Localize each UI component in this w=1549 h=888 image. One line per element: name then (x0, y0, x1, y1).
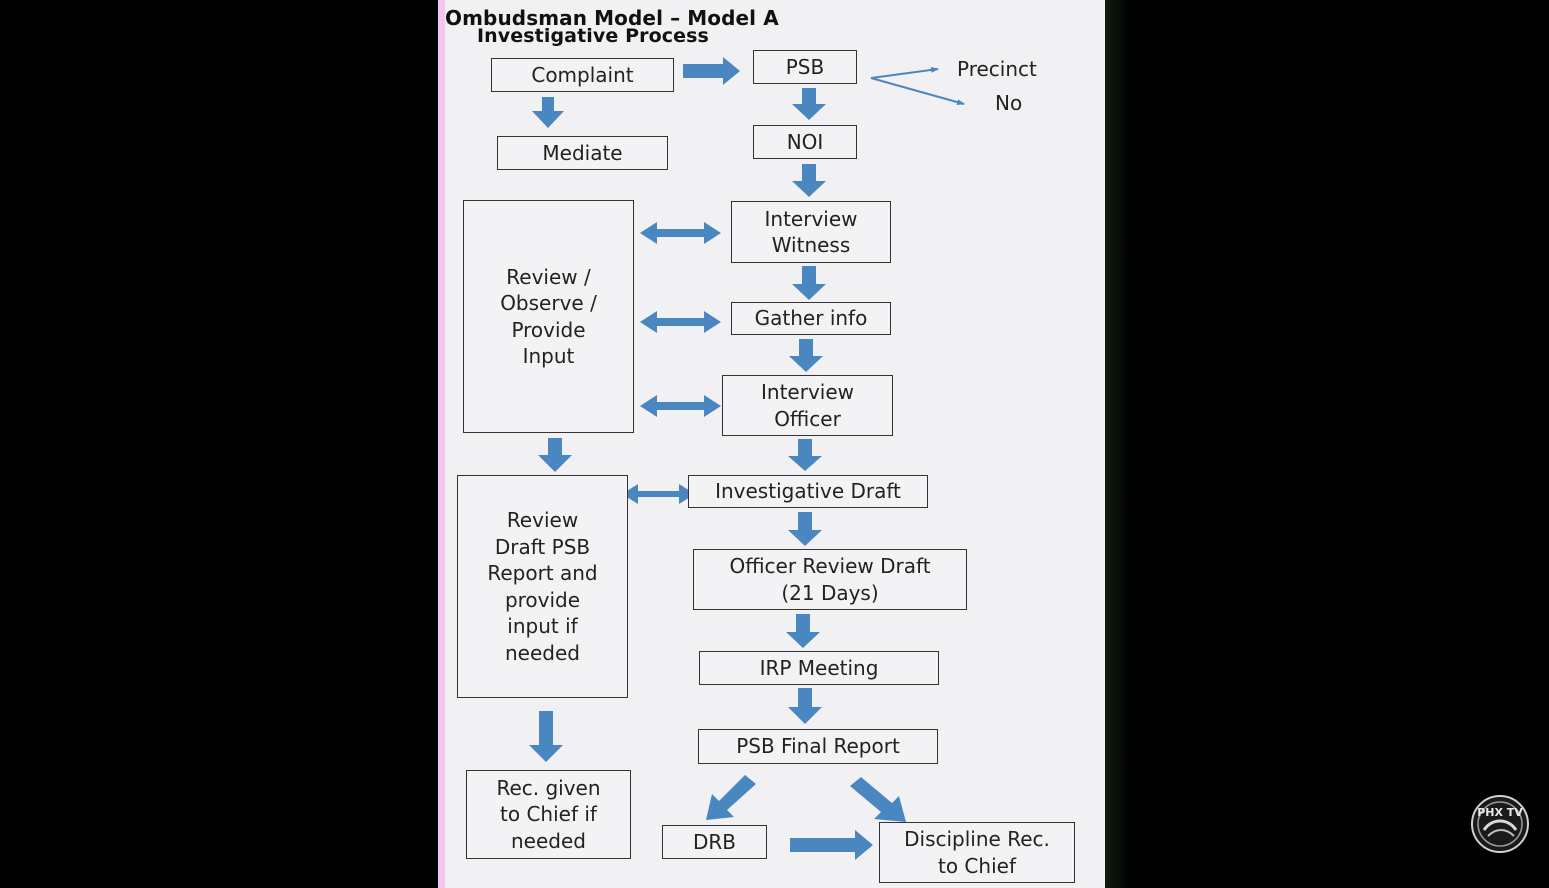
node-irp-meeting: IRP Meeting (699, 651, 939, 685)
node-interview-officer: Interview Officer (722, 375, 893, 436)
arrow-review-gather (640, 311, 721, 333)
arrow-psb-to-precinct (870, 66, 939, 79)
node-drb: DRB (662, 825, 767, 859)
arrow-final-to-discipline (850, 777, 906, 822)
node-noi: NOI (753, 125, 857, 159)
node-rec-given-to-chief: Rec. given to Chief if needed (466, 770, 631, 859)
label-precinct: Precinct (957, 57, 1037, 81)
node-psb-final-report: PSB Final Report (698, 729, 938, 764)
node-complaint: Complaint (491, 58, 674, 92)
logo-text: PHX TV (1477, 806, 1523, 819)
node-psb: PSB (753, 50, 857, 84)
node-gather-info: Gather info (731, 302, 891, 335)
node-review-observe-provide-input: Review / Observe / Provide Input (463, 200, 634, 433)
arrow-review-officer (640, 395, 721, 417)
node-mediate: Mediate (497, 136, 668, 170)
slide-title: Ombudsman Model – Model A (445, 6, 779, 30)
slide-subtitle: Investigative Process (477, 25, 709, 47)
arrow-complaint-to-psb (683, 57, 740, 85)
arrow-psb-to-noi (792, 88, 826, 120)
arrow-noi-to-witness (792, 164, 826, 197)
arrow-review-draft-to-rec (529, 711, 563, 762)
node-officer-review-draft: Officer Review Draft (21 Days) (693, 549, 967, 610)
arrow-draft-to-officer-review (788, 512, 822, 546)
arrow-review-draft-investigative (622, 484, 695, 504)
arrow-psb-to-no (870, 77, 965, 106)
node-investigative-draft: Investigative Draft (688, 475, 928, 508)
node-interview-witness: Interview Witness (731, 201, 891, 263)
arrow-officer-review-to-irp (786, 614, 820, 648)
arrow-irp-to-final (788, 688, 822, 724)
node-review-draft-psb-report: Review Draft PSB Report and provide inpu… (457, 475, 628, 698)
video-frame-edge (1105, 0, 1129, 888)
arrow-witness-to-gather (792, 266, 826, 300)
arrow-final-to-drb (706, 775, 756, 820)
arrow-gather-to-officer (789, 339, 823, 372)
phx-tv-logo-icon: PHX TV (1471, 795, 1529, 853)
node-discipline-rec-to-chief: Discipline Rec. to Chief (879, 822, 1075, 883)
arrow-officer-to-draft (788, 439, 822, 471)
arrow-drb-to-discipline (790, 830, 873, 860)
arrow-review-to-review-draft (538, 438, 572, 472)
arrow-review-witness (640, 222, 721, 244)
label-no: No (995, 91, 1023, 115)
arrow-complaint-to-mediate (532, 97, 564, 128)
